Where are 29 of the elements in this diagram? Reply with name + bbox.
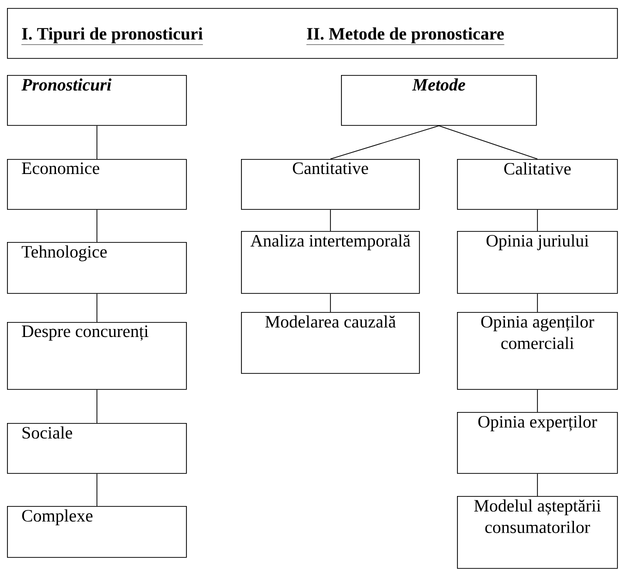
connector-line <box>96 209 98 242</box>
connector-line <box>537 389 538 412</box>
connector-line <box>438 125 538 160</box>
method-box: Opinia juriului <box>457 231 618 294</box>
connector-line <box>330 293 331 312</box>
category-box: Economice <box>7 159 187 210</box>
category-box: Complexe <box>7 506 187 558</box>
category-box: Despre concurenți <box>7 322 187 390</box>
header-box: I. Tipuri de pronosticuri II. Metode de pronosticare <box>7 8 618 59</box>
method-box: Opinia agenților comerciali <box>457 312 618 390</box>
connector-line <box>537 473 538 496</box>
method-box: Analiza intertemporală <box>241 231 420 294</box>
connector-line <box>96 125 98 160</box>
connector-line <box>96 293 98 322</box>
method-box: Cantitative <box>241 159 420 210</box>
method-box: Opinia experților <box>457 412 618 474</box>
connector-line <box>96 473 98 506</box>
connector-line <box>96 389 98 424</box>
method-box: Modelul așteptării consumatorilor <box>457 496 618 569</box>
connector-line <box>330 209 331 232</box>
connector-line <box>537 293 538 312</box>
connector-line <box>330 125 440 160</box>
category-box: Pronosticuri <box>7 75 187 126</box>
method-box: Modelarea cauzală <box>241 312 420 374</box>
category-box: Sociale <box>7 423 187 474</box>
method-box: Metode <box>341 75 537 126</box>
category-box: Tehnologice <box>7 242 187 294</box>
connector-line <box>537 209 538 232</box>
method-box: Calitative <box>457 159 618 210</box>
